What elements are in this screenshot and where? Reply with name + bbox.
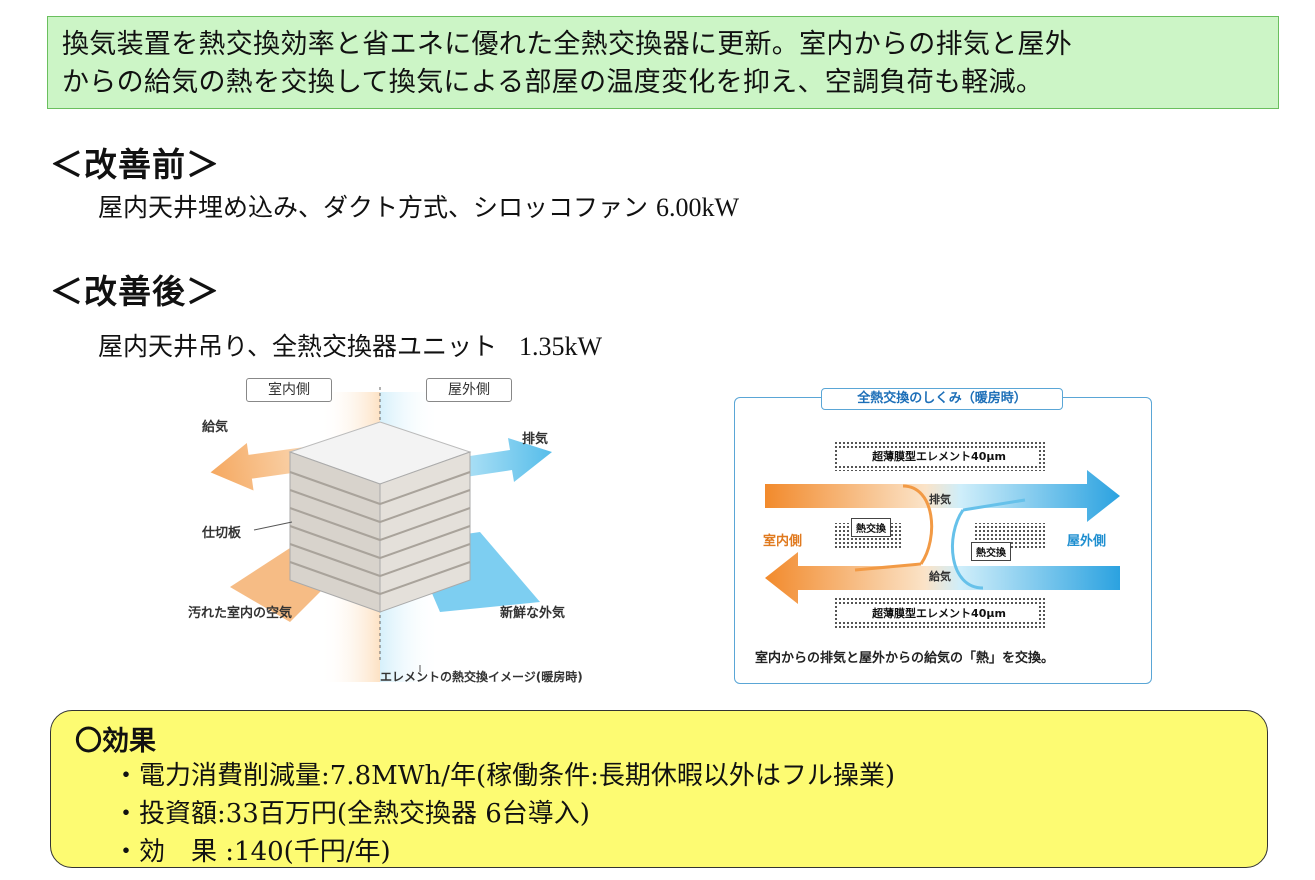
before-desc-text: 屋内天井埋め込み、ダクト方式、シロッコファン: [98, 193, 649, 222]
after-description: 屋内天井吊り、全熱交換器ユニット 1.35kW: [98, 327, 602, 363]
mechanism-diagram: 全熱交換のしくみ（暖房時） 超薄膜型エレメント40μm 超薄膜型エレメント40μ…: [734, 388, 1152, 684]
exhaust-label: 排気: [522, 432, 549, 447]
element-illustration-graphic: [210, 387, 552, 682]
indoor-side-tag: 室内側: [246, 378, 332, 402]
intro-box: 換気装置を熱交換効率と省エネに優れた全熱交換器に更新。室内からの排気と屋外 から…: [47, 16, 1279, 109]
effect-item-investment: ・投資額:33百万円(全熱交換器 6台導入): [113, 799, 590, 829]
supply-label: 給気: [202, 420, 229, 435]
after-desc-text: 屋内天井吊り、全熱交換器ユニット: [98, 332, 498, 361]
mechanism-title: 全熱交換のしくみ（暖房時）: [821, 388, 1063, 410]
heat-exchange-tag-1: 熱交換: [851, 518, 891, 537]
mech-exhaust-label: 排気: [929, 493, 951, 506]
element-caption: エレメントの熱交換イメージ(暖房時): [380, 670, 583, 684]
before-heading: ＜改善前＞: [50, 145, 220, 184]
effect-item-benefit: ・効 果 :140(千円/年): [113, 837, 391, 867]
effect-title: 〇効果: [75, 726, 156, 757]
element-illustration: 室内側 屋外側 給気 排気 仕切板 汚れた室内の空気 新鮮な外気 エレメントの熱…: [180, 372, 620, 692]
partition-label: 仕切板: [202, 526, 242, 541]
heat-exchange-tag-2: 熱交換: [971, 542, 1011, 561]
after-heading: ＜改善後＞: [50, 272, 220, 311]
outdoor-side-tag: 屋外側: [426, 378, 512, 402]
intro-line-1: 換気装置を熱交換効率と省エネに優れた全熱交換器に更新。室内からの排気と屋外: [62, 29, 1073, 60]
fresh-air-label: 新鮮な外気: [500, 606, 566, 621]
before-power: 6.00kW: [655, 193, 740, 222]
after-power: 1.35kW: [518, 332, 603, 361]
effect-box: 〇効果 ・電力消費削減量:7.8MWh/年(稼働条件:長期休暇以外はフル操業) …: [50, 710, 1268, 868]
mech-indoor-label: 室内側: [763, 534, 803, 549]
element-top-label: 超薄膜型エレメント40μm: [839, 448, 1039, 464]
before-description: 屋内天井埋め込み、ダクト方式、シロッコファン 6.00kW: [98, 188, 739, 224]
element-bottom-label: 超薄膜型エレメント40μm: [839, 605, 1039, 621]
mech-outdoor-label: 屋外側: [1067, 534, 1107, 549]
effect-item-power: ・電力消費削減量:7.8MWh/年(稼働条件:長期休暇以外はフル操業): [113, 761, 896, 791]
mechanism-caption: 室内からの排気と屋外からの給気の「熱」を交換。: [755, 651, 1055, 666]
intro-line-2: からの給気の熱を交換して換気による部屋の温度変化を抑え、空調負荷も軽減。: [62, 67, 1044, 98]
dirty-air-label: 汚れた室内の空気: [188, 606, 293, 621]
mech-supply-label: 給気: [929, 570, 951, 583]
